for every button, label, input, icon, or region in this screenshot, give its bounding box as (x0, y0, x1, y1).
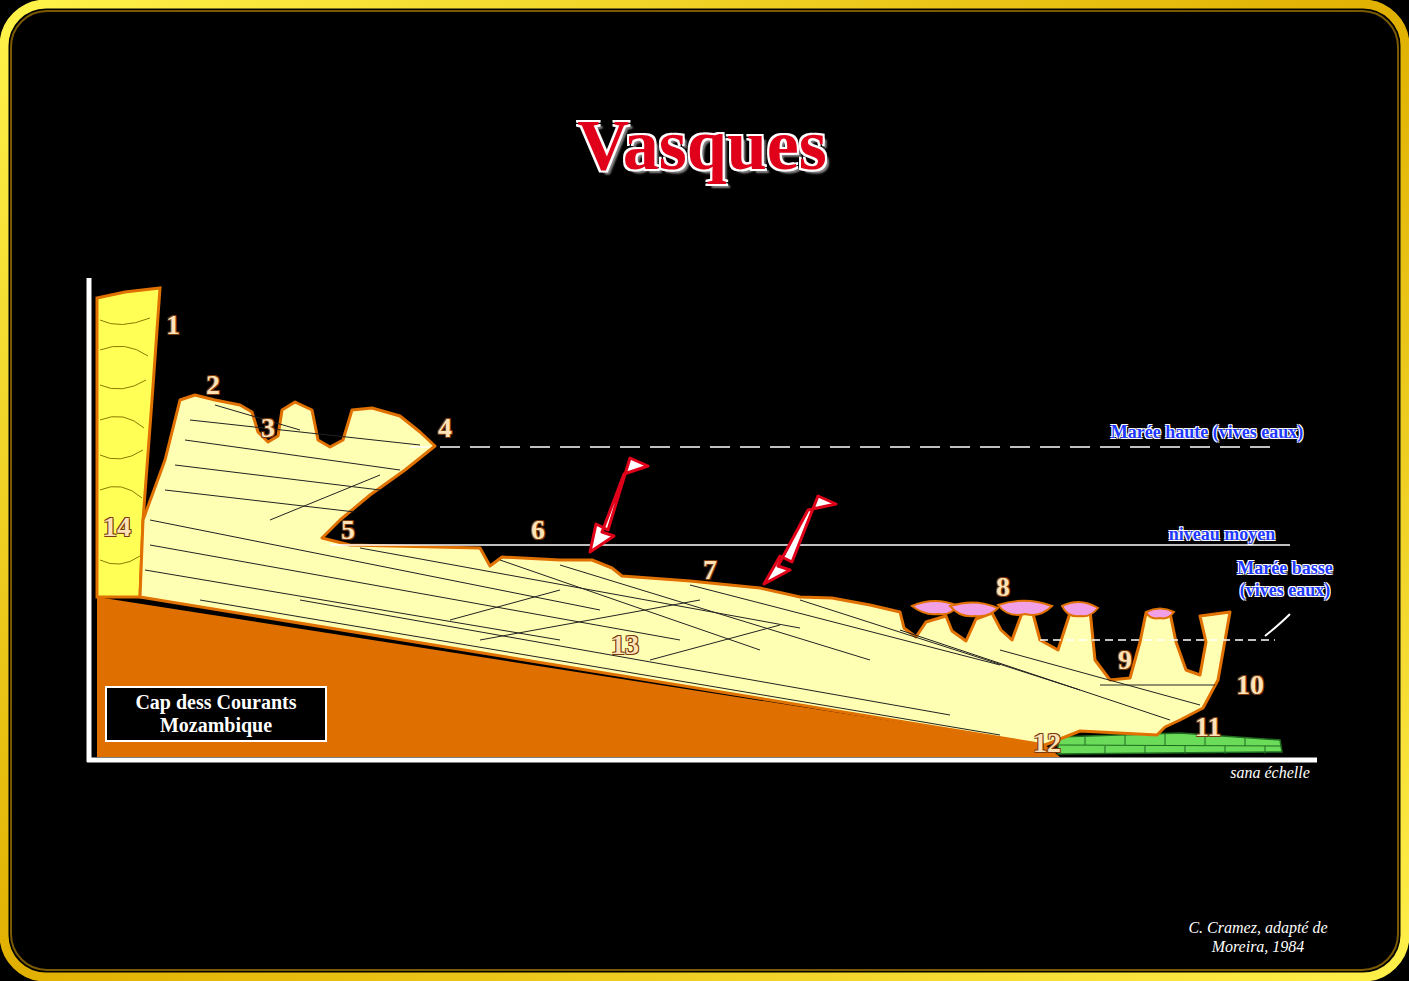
frame (4, 4, 1405, 977)
limestone (1058, 733, 1282, 754)
callout-number: 13 (611, 629, 639, 661)
tide-label: Marée haute (vives eaux) (1111, 422, 1303, 444)
tide-label: niveau moyen (1169, 524, 1276, 546)
low-tide-line (1040, 639, 1275, 641)
tide-label: Marée basse (vives eaux) (1220, 558, 1350, 601)
algal-caps (912, 601, 1174, 619)
callout-number: 11 (1195, 711, 1221, 743)
pointer-arrow (764, 496, 836, 584)
callout-number: 5 (341, 514, 355, 546)
title: Vasques (577, 104, 826, 187)
axis (87, 758, 1317, 763)
axis (87, 278, 92, 762)
callout-number: 3 (261, 412, 275, 444)
callout-number: 14 (103, 511, 131, 543)
pointer-arrow (590, 458, 648, 552)
callout-number: 6 (531, 514, 545, 546)
callout-number: 10 (1236, 669, 1264, 701)
leader-line (1265, 614, 1290, 636)
high-tide-line (410, 446, 1270, 448)
note: C. Cramez, adapté de Moreira, 1984 (1163, 918, 1353, 956)
location-text: Cap dess Courants Mozambique (113, 691, 319, 737)
callout-number: 12 (1033, 727, 1061, 759)
callout-number: 8 (996, 571, 1010, 603)
limestone-bricks (1058, 734, 1281, 754)
callout-number: 4 (438, 412, 452, 444)
note: sana échelle (1230, 763, 1310, 782)
callout-number: 9 (1118, 644, 1132, 676)
mean-level-line (330, 544, 1290, 546)
frame-inner (11, 11, 1398, 970)
callout-number: 1 (166, 309, 180, 341)
location-box: Cap dess Courants Mozambique (105, 686, 327, 742)
callout-number: 7 (703, 554, 717, 586)
callout-number: 2 (206, 369, 220, 401)
